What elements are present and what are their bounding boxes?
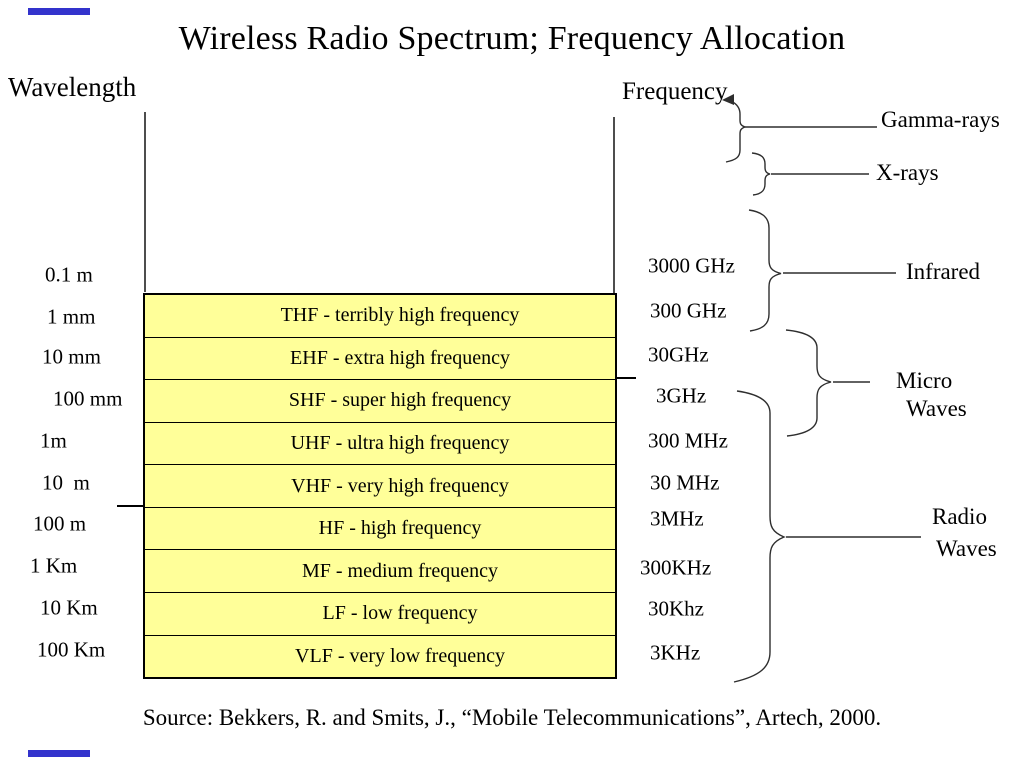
wavelength-axis-label: Wavelength: [8, 72, 137, 102]
wavelength-tick: 100 mm: [53, 386, 123, 411]
frequency-tick: 30Khz: [648, 596, 704, 621]
accent-bar-top: [28, 8, 90, 15]
band-label: LF - low frequency: [322, 602, 478, 625]
micro-waves-brace: [785, 329, 832, 437]
radio-waves-label-line1: Radio: [932, 504, 987, 529]
frequency-tick: 30 MHz: [650, 470, 720, 495]
band-label: VHF - very high frequency: [291, 474, 509, 497]
frequency-tick: 3000 GHz: [648, 253, 735, 278]
band-label: SHF - super high frequency: [288, 389, 512, 412]
frequency-tick: 300 GHz: [650, 298, 727, 323]
micro-waves-label-line1: Micro: [896, 368, 953, 393]
wavelength-tick: 10 m: [42, 470, 90, 495]
scale-marker-right: [615, 377, 636, 379]
frequency-band-table: THF - terribly high frequency EHF - extr…: [143, 293, 617, 679]
wavelength-tick: 10 mm: [42, 344, 101, 369]
frequency-pointer-curve: [730, 100, 741, 115]
radio-waves-brace: [733, 390, 786, 683]
source-citation: Source: Bekkers, R. and Smits, J., “Mobi…: [142, 705, 882, 730]
wavelength-tick: 10 Km: [40, 595, 98, 620]
band-row: VHF - very high frequency: [145, 465, 615, 508]
wavelength-tick: 1m: [40, 428, 67, 453]
band-row: MF - medium frequency: [145, 550, 615, 593]
frequency-tick: 300KHz: [640, 555, 712, 580]
radio-waves-label-line2: Waves: [936, 536, 997, 561]
band-label: HF - high frequency: [318, 517, 482, 540]
infrared-label: Infrared: [906, 259, 981, 284]
scale-marker-left: [117, 505, 144, 507]
band-row: EHF - extra high frequency: [145, 338, 615, 381]
band-row: VLF - very low frequency: [145, 636, 615, 678]
frequency-tick: 30GHz: [648, 342, 709, 367]
wavelength-tick: 1 mm: [47, 304, 96, 329]
infrared-brace: [748, 209, 782, 332]
band-label: UHF - ultra high frequency: [290, 431, 510, 454]
frequency-tick: 3KHz: [650, 640, 701, 665]
frequency-axis-line: [613, 117, 615, 293]
accent-bar-bottom: [28, 750, 90, 757]
frequency-axis-label: Frequency: [622, 78, 728, 105]
band-label: EHF - extra high frequency: [290, 346, 510, 369]
band-label: VLF - very low frequency: [295, 644, 505, 667]
frequency-tick: 300 MHz: [648, 428, 728, 453]
micro-waves-label-line2: Waves: [906, 396, 967, 421]
band-row: THF - terribly high frequency: [145, 295, 615, 338]
frequency-tick: 3GHz: [656, 383, 707, 408]
gamma-rays-brace: [725, 114, 747, 163]
frequency-tick: 3MHz: [650, 506, 704, 531]
band-row: HF - high frequency: [145, 508, 615, 551]
wavelength-tick: 100 Km: [37, 637, 106, 662]
band-label: THF - terribly high frequency: [280, 304, 520, 327]
x-rays-label: X-rays: [876, 160, 939, 185]
wavelength-tick: 100 m: [33, 511, 87, 536]
band-row: SHF - super high frequency: [145, 380, 615, 423]
gamma-rays-label: Gamma-rays: [881, 107, 1000, 132]
wavelength-axis-line: [144, 112, 146, 292]
wavelength-tick: 1 Km: [30, 553, 78, 578]
band-label: MF - medium frequency: [301, 559, 499, 582]
wavelength-tick: 0.1 m: [45, 262, 93, 287]
band-row: UHF - ultra high frequency: [145, 423, 615, 466]
slide-title: Wireless Radio Spectrum; Frequency Alloc…: [178, 20, 846, 57]
x-rays-brace: [751, 152, 771, 196]
band-row: LF - low frequency: [145, 593, 615, 636]
